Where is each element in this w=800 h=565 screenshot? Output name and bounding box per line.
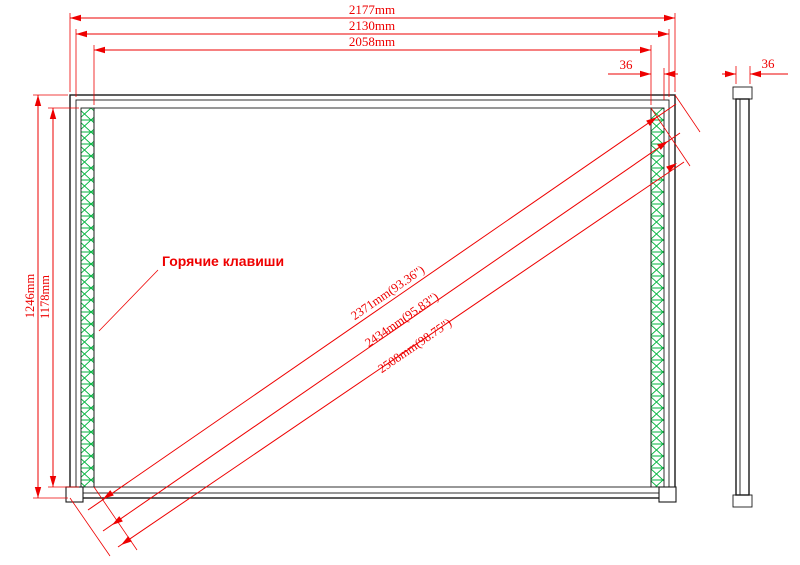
- board-outer-frame: [69, 94, 676, 499]
- dim-line-diagonal-middle: [102, 132, 681, 532]
- hotkeys-label: Горячие клавиши: [162, 253, 284, 269]
- dim-width-outer: 2177mm: [349, 2, 395, 17]
- dim-line-diagonal-active: [87, 103, 677, 511]
- dim-height-inner: 1178mm: [38, 275, 52, 319]
- dim-frame-width: 36: [620, 57, 634, 72]
- side-body: [735, 98, 750, 496]
- corner-foot-right: [658, 486, 677, 503]
- dim-width-inner: 2058mm: [349, 34, 395, 49]
- dimensions-layer: 2177mm 2130mm 2058mm 36 36 1246mm 1178mm: [23, 2, 788, 557]
- dim-line-diagonal-outer: [117, 161, 685, 548]
- board-mid-frame: [75, 99, 670, 494]
- hotkey-strip-left: [80, 107, 95, 488]
- dim-side-thickness: 36: [762, 56, 776, 71]
- side-top-cap: [732, 86, 753, 100]
- corner-foot-left: [65, 486, 84, 503]
- dim-width-middle: 2130mm: [349, 18, 395, 33]
- hotkey-strip-right: [650, 107, 665, 488]
- hotkeys-leader-line: [98, 269, 159, 332]
- dim-height-outer: 1246mm: [23, 274, 37, 319]
- board-side-view: [732, 86, 753, 508]
- side-bottom-cap: [732, 494, 753, 508]
